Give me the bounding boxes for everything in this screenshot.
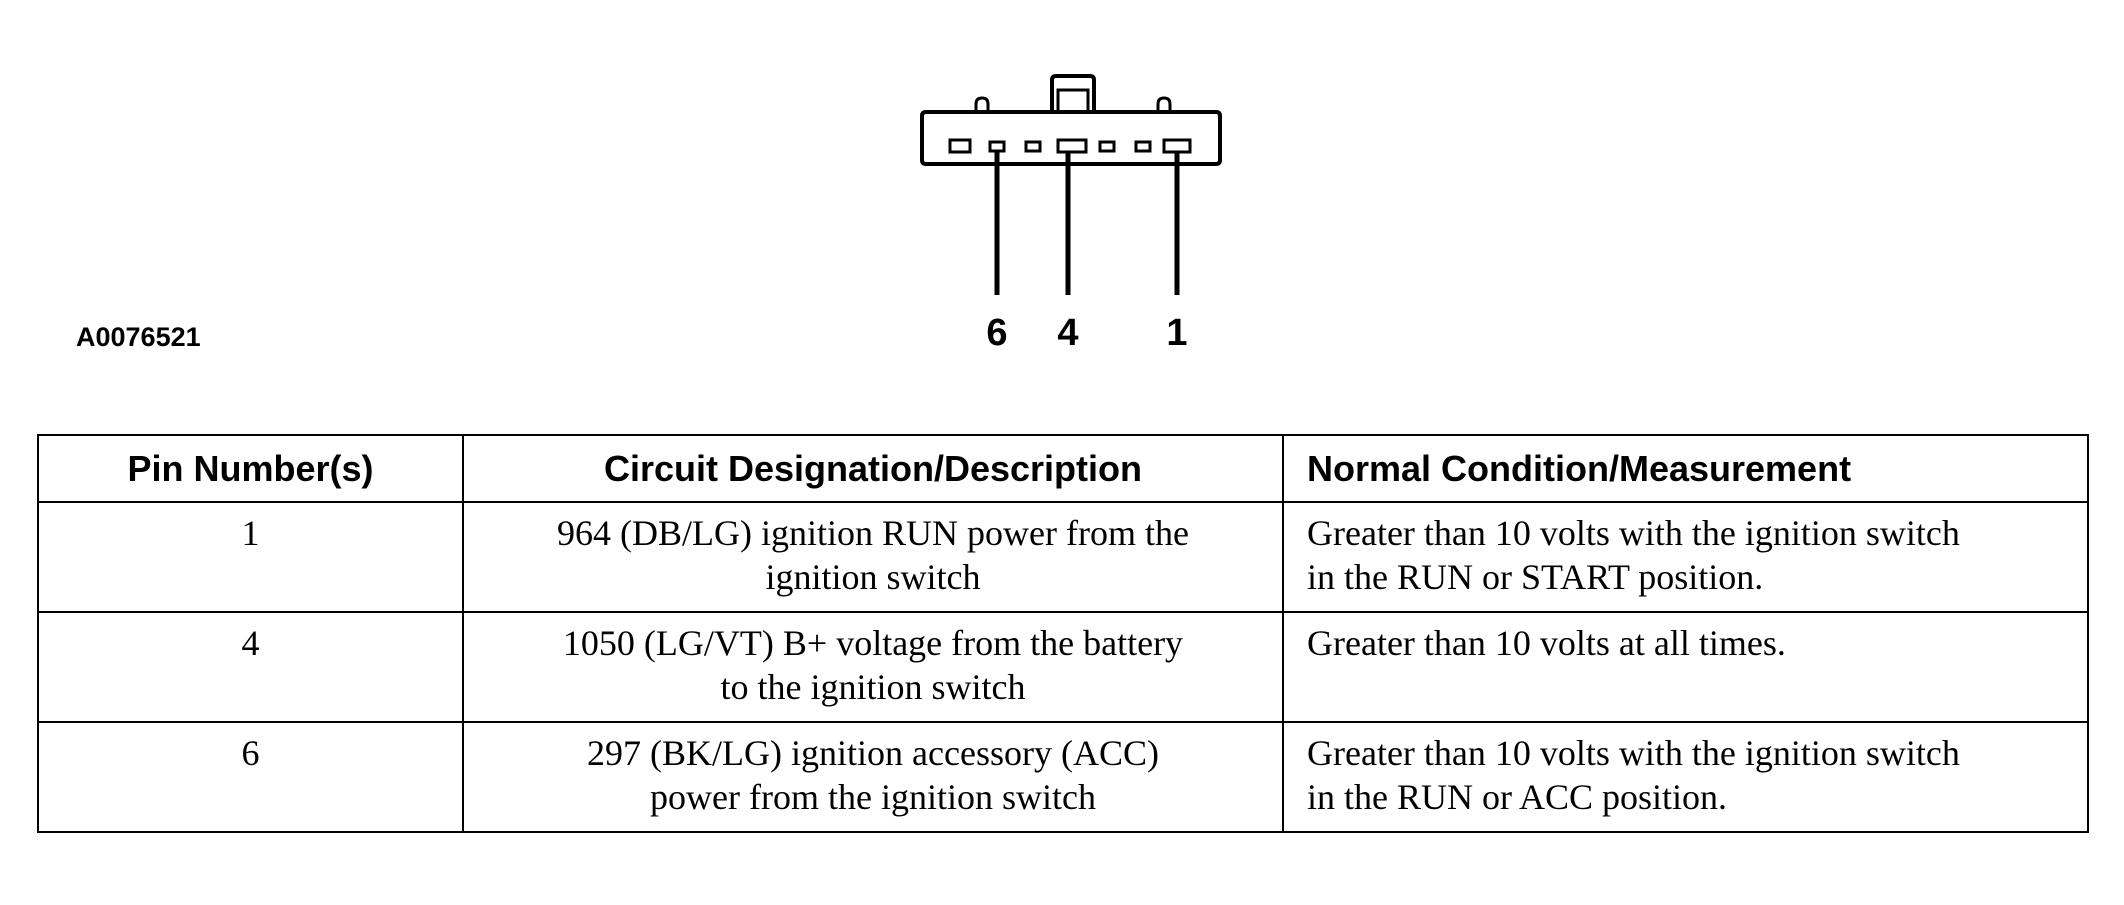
pin-callout-6: 6	[986, 312, 1007, 354]
table-header-row: Pin Number(s) Circuit Designation/Descri…	[37, 434, 2089, 503]
circuit-line: 964 (DB/LG) ignition RUN power from the	[557, 513, 1189, 553]
circuit-description-cell: 1050 (LG/VT) B+ voltage from the battery…	[462, 611, 1284, 723]
pin-callout-1: 1	[1166, 312, 1187, 354]
table-row: 4 1050 (LG/VT) B+ voltage from the batte…	[37, 611, 2089, 723]
table-row: 1 964 (DB/LG) ignition RUN power from th…	[37, 501, 2089, 613]
circuit-description-cell: 964 (DB/LG) ignition RUN power from the …	[462, 501, 1284, 613]
condition-cell: Greater than 10 volts with the ignition …	[1282, 501, 2089, 613]
condition-line: Greater than 10 volts with the ignition …	[1307, 513, 1960, 553]
pin-number-cell: 6	[37, 721, 464, 833]
pin-number-cell: 4	[37, 611, 464, 723]
circuit-line: to the ignition switch	[720, 667, 1026, 707]
condition-line: Greater than 10 volts with the ignition …	[1307, 733, 1960, 773]
condition-line: in the RUN or ACC position.	[1307, 777, 1728, 817]
header-pin-number: Pin Number(s)	[37, 434, 464, 503]
pin-callout-4: 4	[1057, 312, 1078, 354]
circuit-line: 1050 (LG/VT) B+ voltage from the battery	[562, 623, 1184, 663]
header-normal-condition: Normal Condition/Measurement	[1282, 434, 2089, 503]
figure-id: A0076521	[76, 322, 201, 352]
circuit-line: ignition switch	[765, 557, 981, 597]
circuit-line: 297 (BK/LG) ignition accessory (ACC)	[587, 733, 1159, 773]
circuit-line: power from the ignition switch	[650, 777, 1096, 817]
circuit-description-cell: 297 (BK/LG) ignition accessory (ACC) pow…	[462, 721, 1284, 833]
condition-cell: Greater than 10 volts at all times.	[1282, 611, 2089, 723]
condition-line: in the RUN or START position.	[1307, 557, 1764, 597]
pin-table: Pin Number(s) Circuit Designation/Descri…	[37, 434, 2089, 833]
condition-cell: Greater than 10 volts with the ignition …	[1282, 721, 2089, 833]
pin-number-cell: 1	[37, 501, 464, 613]
connector-diagram: 6 4 1	[920, 74, 1222, 354]
connector-face-icon	[920, 74, 1222, 166]
condition-line: Greater than 10 volts at all times.	[1307, 623, 1786, 663]
header-circuit-description: Circuit Designation/Description	[462, 434, 1284, 503]
table-row: 6 297 (BK/LG) ignition accessory (ACC) p…	[37, 721, 2089, 833]
